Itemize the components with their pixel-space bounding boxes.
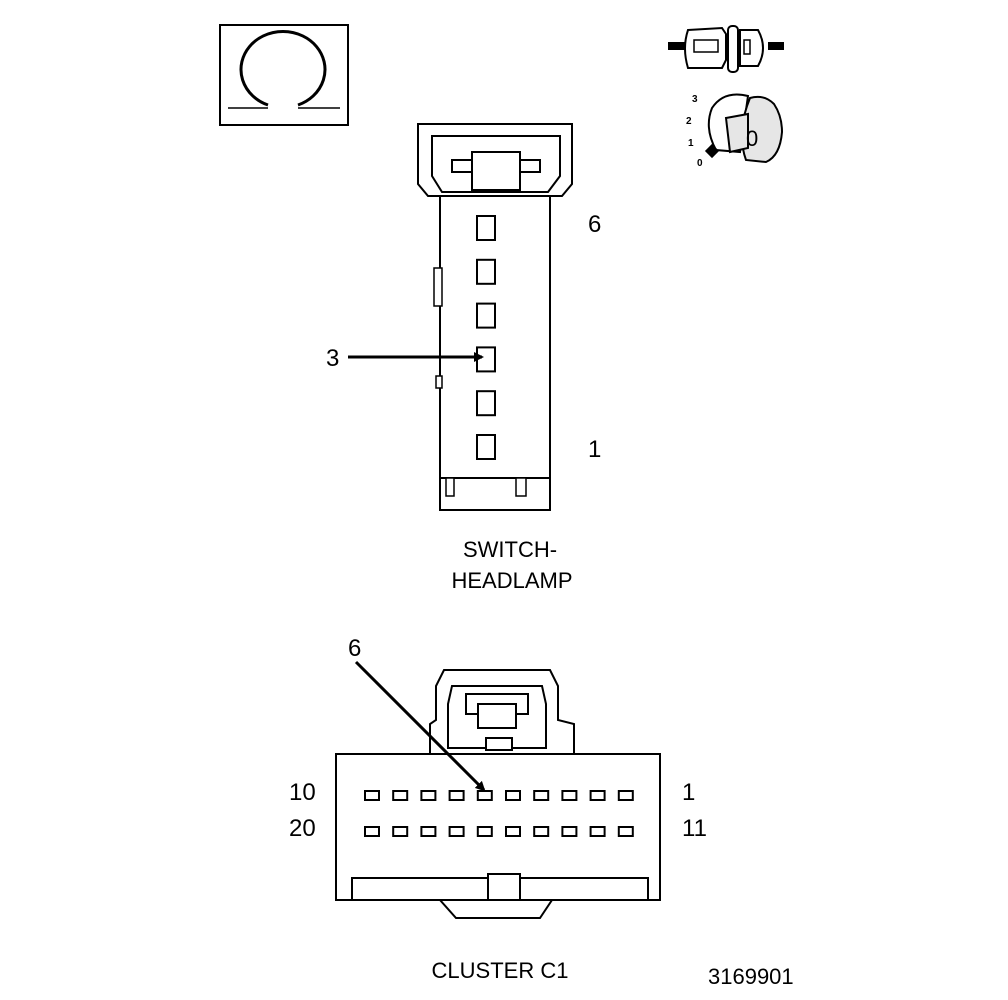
- cluster-pin-4: [533, 790, 550, 801]
- cluster-pin-10: [364, 790, 380, 801]
- switch-cavity-4: [476, 302, 496, 329]
- cluster-row1-right-label: 1: [682, 779, 695, 806]
- cluster-callout-label: 6: [348, 635, 361, 662]
- cluster-pin-6: [476, 790, 493, 801]
- switch-pin-1-label: 1: [588, 436, 601, 463]
- cluster-pin-18: [420, 826, 437, 837]
- cluster-pin-7: [448, 790, 465, 801]
- switch-cavity-3: [476, 346, 496, 373]
- switch-caption-line2: HEADLAMP: [451, 568, 572, 593]
- cluster-pin-1: [617, 790, 634, 801]
- switch-cavity-1: [476, 434, 496, 460]
- cluster-pin-9: [392, 790, 409, 801]
- switch-cavity-6: [476, 215, 496, 241]
- cluster-callout-arrow: [354, 660, 486, 792]
- switch-caption-line1: SWITCH-: [463, 537, 557, 562]
- switch-position-1: 1: [688, 138, 694, 149]
- terminal-view-symbol: [219, 24, 349, 126]
- cluster-row1-left-label: 10: [289, 779, 316, 806]
- switch-cavity-2: [476, 390, 496, 417]
- cluster-c1-connector: [335, 669, 661, 919]
- cluster-pin-17: [448, 826, 465, 837]
- switch-cavity-5: [476, 258, 496, 285]
- cluster-pin-13: [561, 826, 578, 837]
- cluster-pin-15: [505, 826, 521, 837]
- cluster-pins: [364, 790, 634, 837]
- cluster-pin-12: [589, 826, 606, 837]
- cluster-pin-2: [589, 790, 606, 801]
- cluster-pin-8: [420, 790, 437, 801]
- cluster-pin-19: [392, 826, 409, 837]
- connector-icon: [668, 25, 784, 73]
- cluster-caption: CLUSTER C1: [432, 958, 569, 983]
- cluster-pin-16: [476, 826, 493, 837]
- headlamp-switch-icon: 3 2 1 0 0: [686, 93, 784, 169]
- switch-position-0: 0: [697, 158, 703, 169]
- cluster-row2-right-label: 11: [682, 815, 707, 842]
- switch-callout-label: 3: [326, 345, 339, 372]
- cluster-pin-11: [617, 826, 634, 837]
- switch-position-2: 2: [686, 116, 692, 127]
- switch-position-3: 3: [692, 94, 698, 105]
- switch-pin-6-label: 6: [588, 211, 601, 238]
- switch-knob-label: 0: [746, 126, 758, 151]
- cluster-row2-left-label: 20: [289, 815, 316, 842]
- figure-number: 3169901: [708, 964, 794, 989]
- cluster-pin-20: [364, 826, 380, 837]
- cluster-pin-5: [505, 790, 521, 801]
- cluster-pin-3: [561, 790, 578, 801]
- switch-headlamp-connector: [417, 123, 573, 511]
- cluster-pin-14: [533, 826, 550, 837]
